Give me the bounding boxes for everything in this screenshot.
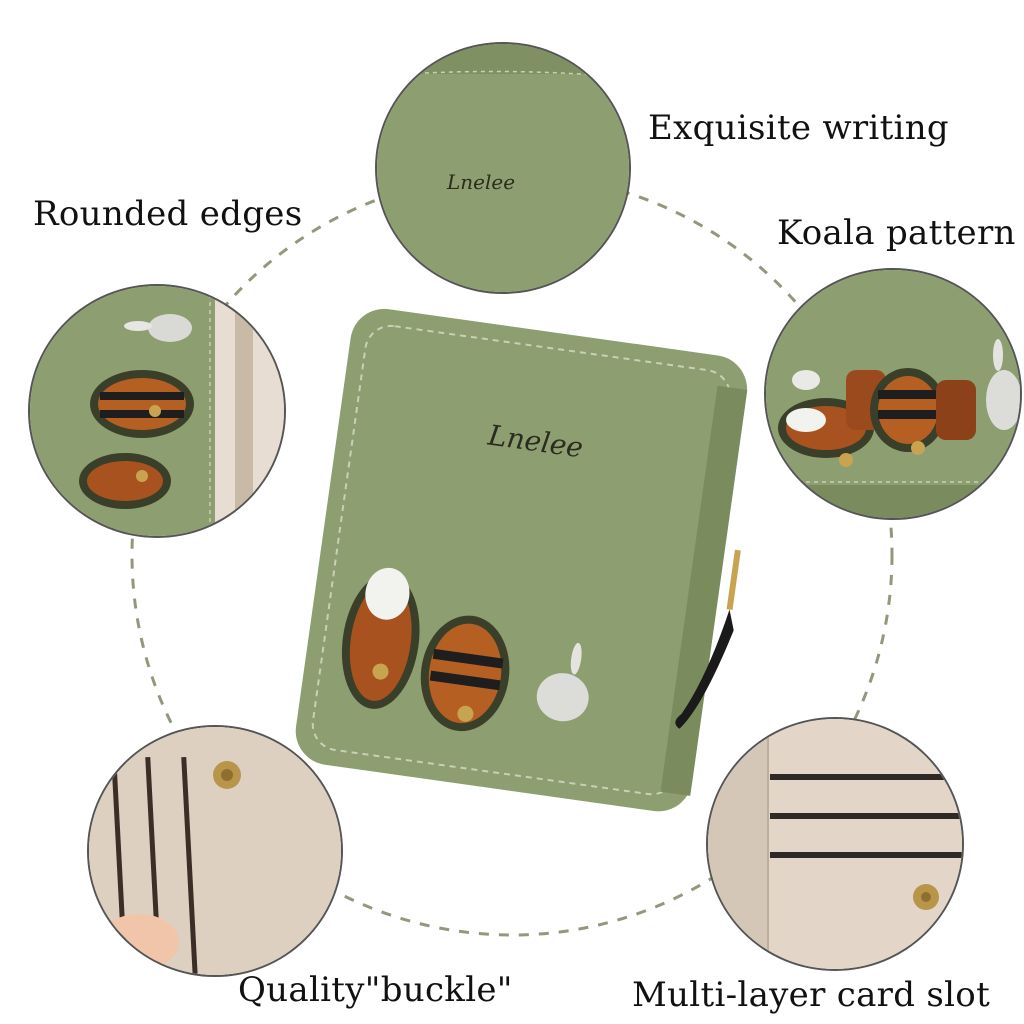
rabbit-embroidery-icon [148, 314, 192, 342]
brand-script-text: Lnelee [446, 170, 515, 194]
rabbit-embroidery-icon [536, 673, 589, 722]
embroidery-edge-closeup [30, 286, 284, 536]
wallet-body [295, 308, 748, 812]
label-koala-pattern: Koala pattern [777, 213, 1016, 253]
label-card-slot: Multi-layer card slot [632, 975, 991, 1015]
buckle-closeup-circle [87, 725, 343, 977]
snap-button-icon [149, 405, 161, 417]
label-quality-buckle: Quality"buckle" [238, 970, 513, 1010]
label-exquisite-writing: Exquisite writing [648, 108, 949, 148]
koala-pattern-closeup-circle [764, 268, 1022, 520]
pattern-closeup [766, 270, 1020, 518]
zipper-pull [675, 609, 734, 729]
card-interior-closeup [89, 727, 341, 975]
rounded-edges-closeup-circle [28, 284, 286, 538]
label-rounded-edges: Rounded edges [33, 194, 303, 234]
card-slot-closeup-circle [706, 717, 964, 971]
